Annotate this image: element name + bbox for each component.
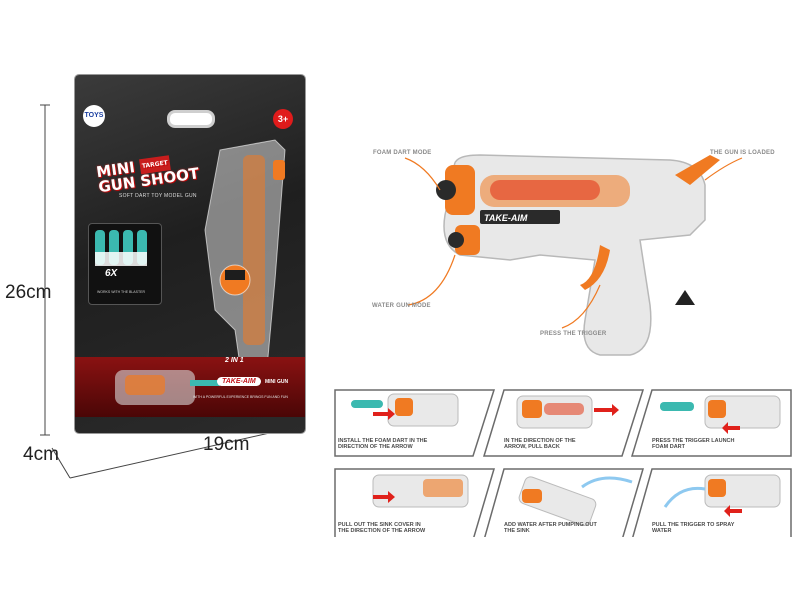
step-frame [334,468,496,537]
callout-gun-loaded: THE GUN IS LOADED [710,150,775,156]
step-frame [484,468,645,537]
depth-label: 4cm [23,444,59,465]
step-frame [630,389,792,457]
foam-darts-image [95,230,147,266]
instruction-step-3: PRESS THE TRIGGER LAUNCH FOAM DART [630,388,793,458]
step-3-label: PRESS THE TRIGGER LAUNCH FOAM DART [652,438,735,450]
darts-count: 6X [105,268,118,279]
badge-2in1: 2 IN 1 [225,357,244,364]
take-aim-badge: TAKE-AIM [217,377,261,386]
instruction-step-6: PULL THE TRIGGER TO SPRAY WATER [630,467,793,537]
instruction-step-1: INSTALL THE FOAM DART IN THE DIRECTION O… [333,388,496,458]
product-package: TOYS 3+ MINI TARGET GUN SHOOT SOFT DART … [75,75,305,433]
brand-logo: TOYS [83,105,105,127]
step-frame [632,468,792,537]
callout-press-trigger: PRESS THE TRIGGER [540,331,607,337]
package-bottom-text: WITH A POWERFUL EXPERIENCE BRINGS FUN AN… [193,395,288,399]
step-5-label: ADD WATER AFTER PUMPING OUT THE SINK [504,522,597,534]
age-badge: 3+ [273,109,293,129]
package-gun-image [204,139,286,401]
mini-gun-text: MINI GUN [265,379,289,385]
height-label: 26cm [5,282,52,303]
step-frame [482,389,645,457]
width-label: 19cm [203,434,250,455]
main-gun-image: TAKE-AIM [436,154,720,356]
main-gun-brand: TAKE-AIM [484,213,528,223]
callout-water-gun-mode: WATER GUN MODE [372,303,431,309]
darts-compartment [88,223,162,305]
package-subtitle: SOFT DART TOY MODEL GUN [119,193,197,199]
package-mini-gun-image [115,370,220,405]
callout-foam-dart-mode: FOAM DART MODE [373,150,432,156]
instruction-step-5: ADD WATER AFTER PUMPING OUT THE SINK [482,467,645,537]
instruction-step-2: IN THE DIRECTION OF THE ARROW, PULL BACK [482,388,645,458]
step-6-label: PULL THE TRIGGER TO SPRAY WATER [652,522,735,534]
hang-hole [167,110,215,128]
instruction-step-4: PULL OUT THE SINK COVER IN THE DIRECTION… [333,467,496,537]
step-4-label: PULL OUT THE SINK COVER IN THE DIRECTION… [338,522,426,534]
step-frame [334,389,496,457]
step-1-label: INSTALL THE FOAM DART IN THE DIRECTION O… [338,438,428,450]
darts-caption: WORKS WITH THE BLASTER [97,290,145,294]
step-2-label: IN THE DIRECTION OF THE ARROW, PULL BACK [504,438,576,450]
